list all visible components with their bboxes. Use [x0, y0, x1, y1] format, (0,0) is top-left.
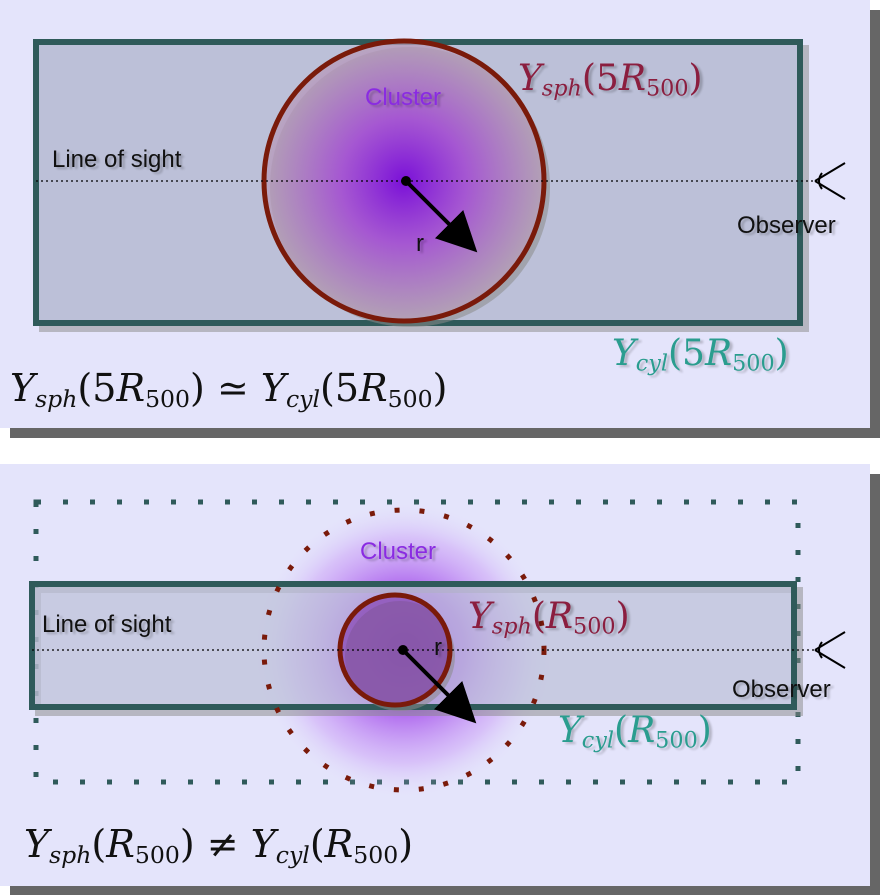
- panel-r500: Cluster Line of sight r Observer Ysph(R5…: [0, 464, 870, 886]
- equation: Ysph(R500) ≠ Ycyl(R500): [24, 822, 413, 869]
- panel-5r500: Cluster Line of sight r Observer Ysph(5R…: [0, 0, 870, 428]
- observer-label: Observer: [737, 212, 836, 240]
- sphere-label: Ysph(5R500): [518, 58, 703, 102]
- cylinder-label: Ycyl(R500): [558, 710, 712, 754]
- observer-label: Observer: [732, 676, 831, 704]
- sphere-label: Ysph(R500): [468, 596, 630, 640]
- cluster-label: Cluster: [360, 538, 436, 566]
- radius-label: r: [434, 634, 442, 662]
- equation: Ysph(5R500) ≃ Ycyl(5R500): [10, 366, 447, 413]
- line-of-sight-label: Line of sight: [42, 611, 171, 639]
- cluster-label: Cluster: [365, 84, 441, 112]
- radius-label: r: [416, 230, 424, 258]
- eye-icon: [815, 632, 845, 668]
- cylinder-label: Ycyl(5R500): [612, 333, 789, 377]
- eye-icon: [815, 163, 845, 199]
- line-of-sight-label: Line of sight: [52, 146, 181, 174]
